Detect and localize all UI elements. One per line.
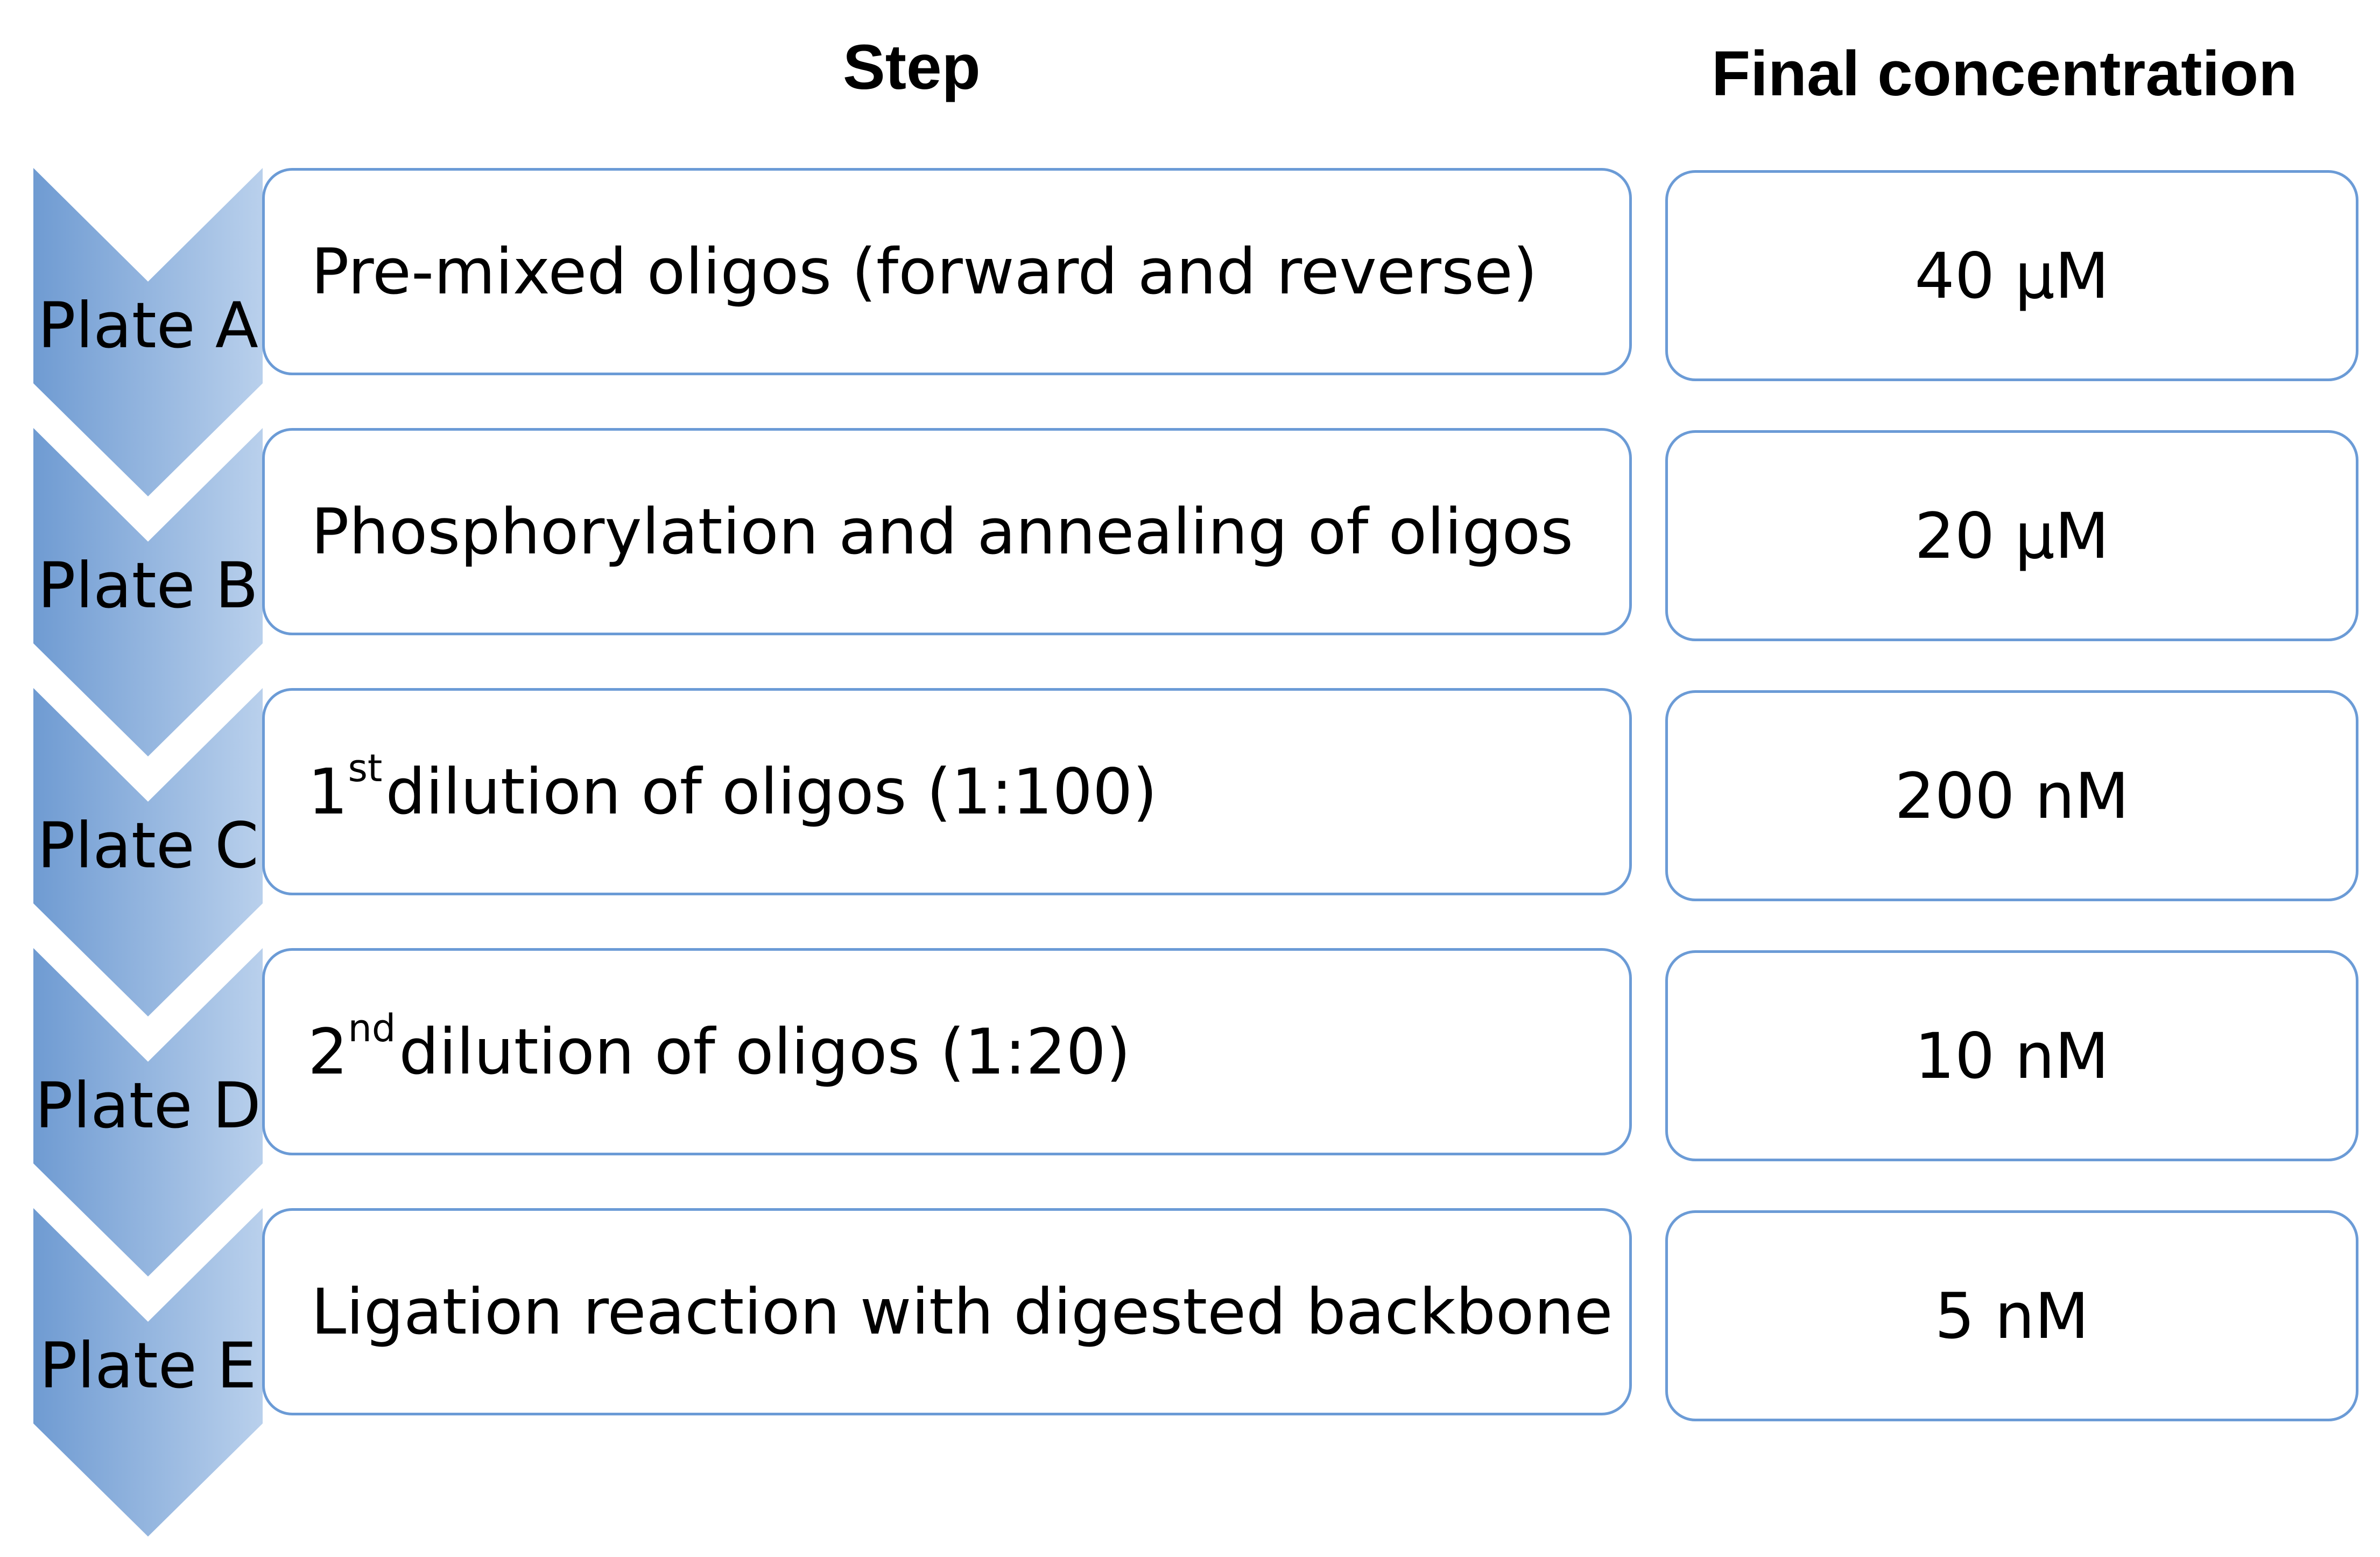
- concentration-value: 10 nM: [1914, 1019, 2109, 1093]
- concentration-box: 40 µM: [1665, 170, 2358, 381]
- step-ordinal-suffix: st: [348, 746, 383, 790]
- step-text: dilution of oligos (1:20): [399, 1015, 1131, 1089]
- concentration-value: 20 µM: [1914, 499, 2109, 573]
- concentration-box: 10 nM: [1665, 950, 2358, 1161]
- plate-label: Plate C: [37, 809, 259, 882]
- concentration-box: 200 nM: [1665, 690, 2358, 901]
- plate-label: Plate B: [37, 549, 259, 622]
- concentration-value: 200 nM: [1895, 759, 2129, 833]
- step-box: Phosphorylation and annealing of oligos: [262, 428, 1632, 635]
- step-text: dilution of oligos (1:100): [385, 755, 1158, 829]
- plate-label: Plate D: [35, 1069, 261, 1142]
- concentration-value: 40 µM: [1914, 239, 2109, 313]
- plate-label: Plate E: [39, 1329, 257, 1402]
- chevron-arrow-icon: [33, 948, 263, 1277]
- plate-label: Plate A: [38, 289, 258, 362]
- chevron-arrow-icon: [33, 168, 263, 496]
- step-box: Ligation reaction with digested backbone: [262, 1208, 1632, 1415]
- concentration-box: 5 nM: [1665, 1210, 2358, 1421]
- chevron-arrow-icon: [33, 688, 263, 1016]
- step-box: Pre-mixed oligos (forward and reverse): [262, 168, 1632, 375]
- step-ordinal-number: 1: [308, 755, 348, 829]
- step-ordinal-number: 2: [308, 1015, 348, 1089]
- step-ordinal-suffix: nd: [348, 1006, 396, 1050]
- step-text: Phosphorylation and annealing of oligos: [311, 495, 1574, 569]
- chevron-arrow-icon: [33, 428, 263, 756]
- final-concentration-column-header: Final concentration: [1712, 38, 2298, 109]
- step-text: Ligation reaction with digested backbone: [311, 1275, 1613, 1349]
- concentration-box: 20 µM: [1665, 430, 2358, 641]
- chevron-arrow-icon: [33, 1208, 263, 1537]
- concentration-value: 5 nM: [1934, 1279, 2089, 1353]
- step-column-header: Step: [843, 32, 981, 103]
- step-text: Pre-mixed oligos (forward and reverse): [311, 235, 1538, 308]
